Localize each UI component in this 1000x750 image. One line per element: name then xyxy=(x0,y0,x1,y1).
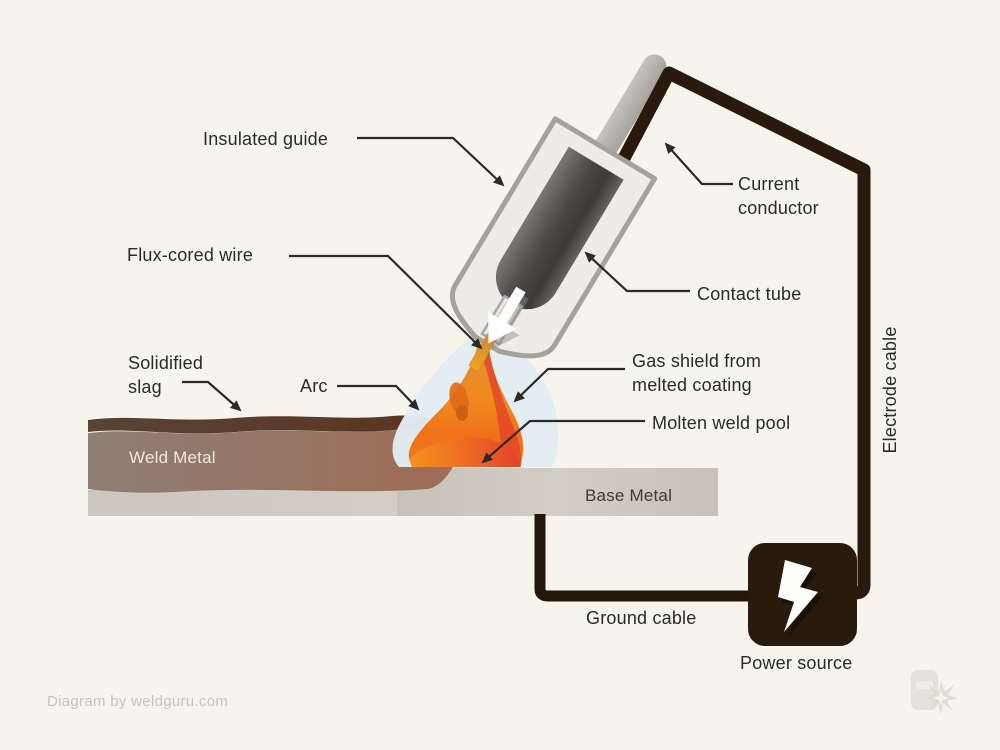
label-gas-shield-line2: melted coating xyxy=(632,375,752,395)
label-gas-shield-line1: Gas shield from xyxy=(632,351,762,371)
label-base-metal: Base Metal xyxy=(585,486,673,505)
label-solidified-slag-line2: slag xyxy=(128,377,162,397)
label-current-conductor-line1: Current xyxy=(738,174,800,194)
solidified-slag-layer xyxy=(88,415,456,434)
label-current-conductor-line2: conductor xyxy=(738,198,819,218)
welding-helmet-watermark-icon xyxy=(911,670,958,715)
contact-tube-cylinder xyxy=(495,146,624,310)
label-power-source: Power source xyxy=(740,653,853,673)
leader-contact-tube xyxy=(584,251,690,293)
label-molten-weld-pool: Molten weld pool xyxy=(652,413,791,433)
label-contact-tube: Contact tube xyxy=(697,284,802,304)
leader-current-conductor xyxy=(664,142,733,186)
credit-text: Diagram by weldguru.com xyxy=(47,693,229,710)
label-weld-metal: Weld Metal xyxy=(129,448,216,467)
base-metal-plate xyxy=(397,468,718,516)
label-insulated-guide: Insulated guide xyxy=(203,129,329,149)
leader-arc xyxy=(337,384,420,411)
label-ground-cable: Ground cable xyxy=(586,608,697,628)
label-arc: Arc xyxy=(300,376,328,396)
down-arrow-icon xyxy=(488,286,526,344)
leader-insulated-guide xyxy=(357,136,505,187)
label-solidified-slag: Solidified slag xyxy=(128,351,203,399)
ground-cable-line xyxy=(534,514,750,602)
leader-flux-cored-wire xyxy=(289,254,483,350)
weld-metal-layer xyxy=(88,428,462,493)
leader-solidified-slag xyxy=(182,380,242,412)
label-electrode-cable: Electrode cable xyxy=(880,326,900,454)
power-source-box xyxy=(748,543,857,646)
workpiece xyxy=(87,415,718,516)
lightning-bolt-icon xyxy=(778,560,818,632)
arc-flame-red-edge xyxy=(484,352,522,467)
leader-molten-weld-pool xyxy=(481,419,645,464)
label-flux-cored-wire: Flux-cored wire xyxy=(127,245,254,265)
welding-torch xyxy=(449,116,658,371)
leader-gas-shield xyxy=(513,367,625,403)
molten-droplet xyxy=(449,382,469,421)
label-current-conductor: Current conductor xyxy=(738,172,819,220)
label-gas-shield: Gas shield from melted coating xyxy=(632,349,761,397)
label-solidified-slag-line1: Solidified xyxy=(128,353,204,373)
leader-lines xyxy=(182,136,733,464)
